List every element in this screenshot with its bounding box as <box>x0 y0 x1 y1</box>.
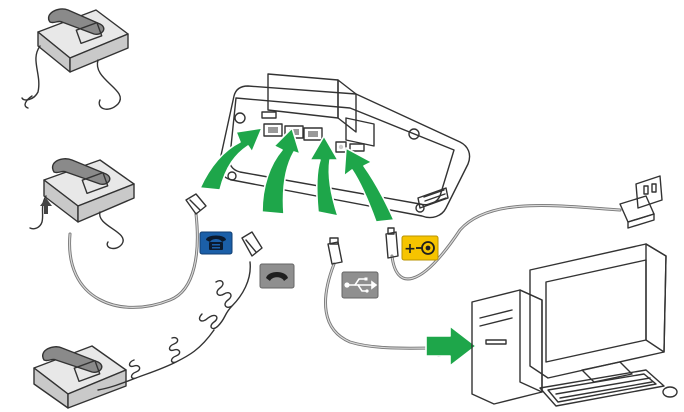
keypad-top <box>75 21 103 45</box>
telephone-bottom <box>33 345 127 409</box>
rj11-plug-handset <box>241 231 263 257</box>
usb-icon <box>344 277 378 293</box>
desktop-computer <box>471 243 678 407</box>
cables <box>68 203 622 391</box>
dc-power-icon <box>416 241 435 255</box>
arrow-port-1 <box>199 127 263 191</box>
handset-icon <box>266 272 288 281</box>
power-adapter <box>619 195 655 229</box>
wall-socket <box>635 175 663 209</box>
dc-power-plug <box>385 227 399 259</box>
handset-port-badge <box>259 263 295 289</box>
phone-port-badge <box>199 231 233 255</box>
rj11-plug-middle <box>185 193 207 215</box>
phone-icon <box>206 235 226 250</box>
telephone-middle <box>29 158 135 250</box>
device-vent <box>417 187 449 209</box>
phone-cable-middle <box>68 212 199 309</box>
usb-port-badge <box>341 271 379 299</box>
connection-arrows <box>199 127 395 223</box>
arrow-port-3 <box>309 135 339 217</box>
arrow-power-usb <box>343 147 395 223</box>
telephone-top <box>21 8 129 110</box>
keypad-bottom <box>73 359 101 383</box>
jack-arrow-icon <box>40 198 52 214</box>
usb-plug <box>327 237 343 265</box>
power-port <box>335 141 347 153</box>
keypad-middle <box>81 171 109 195</box>
rj11-port-1 <box>263 123 283 137</box>
usb-port <box>349 143 365 152</box>
arrow-port-2 <box>261 127 301 215</box>
rj11-port-3 <box>303 127 323 141</box>
arrow-usb-computer <box>425 325 477 367</box>
power-plus-label: + <box>404 241 416 257</box>
power-port-badge: + <box>401 235 439 261</box>
coiled-handset-cord <box>97 261 251 391</box>
telephony-adapter-device <box>218 73 471 219</box>
